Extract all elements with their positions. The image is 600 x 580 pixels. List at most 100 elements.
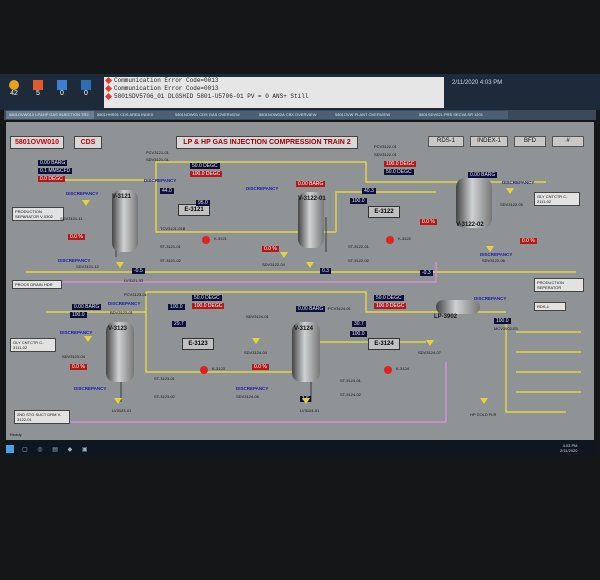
valve-icon[interactable]	[302, 398, 310, 404]
vessel-v3122-01-label: V-3122-01	[298, 196, 326, 202]
ext-production-separator[interactable]: PRODUCTION SEPARATOR V-0302	[12, 207, 64, 221]
valve-icon[interactable]	[426, 340, 434, 346]
exchanger-e3123[interactable]: E-3123	[182, 338, 214, 350]
valve-icon[interactable]	[252, 338, 260, 344]
ext-glycol-contactor[interactable]: GLY CNTCTR C-3111-02	[10, 338, 56, 352]
tag-label: ST-3123-01	[154, 376, 175, 381]
hash-button[interactable]: #	[552, 136, 584, 147]
taskbar-clock: 4:03 PM 2/11/2020	[560, 443, 578, 453]
valve-icon[interactable]	[306, 262, 314, 268]
exchanger-e3124[interactable]: E-3124	[368, 338, 400, 350]
valve-icon[interactable]	[480, 398, 488, 404]
tag-label: SDV3122-01	[374, 152, 397, 157]
tag-label: PCV3124-01	[328, 306, 351, 311]
rds-1-button[interactable]: RDS-1	[428, 136, 464, 147]
message-icon[interactable]: 0	[52, 80, 72, 104]
valve-icon[interactable]	[114, 398, 122, 404]
temperature-readout: 100.0 DEGC	[190, 171, 223, 177]
tag-label: SDV3121-12	[76, 264, 99, 269]
tab-display-3[interactable]: 5801NOW01 CDS GAS OVERVIEW	[172, 111, 258, 119]
temperature-readout: 50.0 DEGC	[384, 169, 414, 175]
warning-icon[interactable]: 5	[28, 80, 48, 104]
alarm-list[interactable]: Communication Error Code=0013 Communicat…	[104, 76, 444, 108]
valve-icon[interactable]	[280, 252, 288, 258]
discrepancy-label: DISCREPANCY	[480, 252, 513, 257]
display-id-box: 5801OVW010	[10, 136, 64, 149]
tag-label: TCV3121-01B	[160, 226, 186, 231]
clock-readout: 2/11/2020 4:03 PM	[452, 80, 592, 104]
vessel-v3121[interactable]	[112, 190, 138, 252]
bfd-button[interactable]: BFD	[514, 136, 546, 147]
tab-display-4[interactable]: 5801NOW02A CBX OVERVIEW	[256, 111, 334, 119]
level-readout: 0.0 %	[252, 364, 269, 370]
valve-icon[interactable]	[116, 262, 124, 268]
taskbar-app-icons[interactable]: ▢ ◎ ▤ ◆ ▣	[22, 447, 92, 453]
vessel-lp3902[interactable]	[436, 300, 480, 314]
discrepancy-label: DISCREPANCY	[236, 386, 269, 391]
vessel-v3122-01[interactable]	[298, 192, 324, 248]
windows-start-icon[interactable]	[6, 445, 14, 453]
system-icon[interactable]: 0	[76, 80, 96, 104]
index-1-button[interactable]: INDEX-1	[470, 136, 508, 147]
valve-mv-readout: 95.0	[196, 200, 210, 206]
taskbar-time: 4:03 PM	[562, 443, 578, 448]
pipe-network	[26, 161, 581, 423]
valve-mv-readout: 100.0	[70, 312, 87, 318]
clock-text: 2/11/2020 4:03 PM	[452, 80, 503, 86]
valve-mv-readout: 100.0	[350, 198, 367, 204]
tab-display-2[interactable]: 5801HHR01 CDS AREA INDEX	[94, 111, 174, 119]
system-count-value: 0	[84, 90, 88, 97]
tag-label: ST-3124-02	[340, 392, 361, 397]
compressor-label: K-3122	[398, 236, 411, 241]
valve-icon[interactable]	[84, 336, 92, 342]
alarm-row[interactable]: 5801SDV5706_01 DLGSHID 5801-U5706-01 PV …	[104, 92, 444, 101]
tag-label: SDV3124-07	[418, 350, 441, 355]
message-count-value: 0	[60, 90, 64, 97]
vessel-v3122-02[interactable]	[456, 178, 492, 228]
valve-mv-readout: 100.0	[168, 304, 185, 310]
alarm-row[interactable]: Communication Error Code=0013	[104, 76, 444, 85]
tag-label: ST-3122-02	[348, 258, 369, 263]
tab-display-6[interactable]: 5801SDV021 PRS SECVA SR 1201	[416, 111, 508, 119]
exchanger-e3122[interactable]: E-3122	[368, 206, 400, 218]
tab-display-1[interactable]: 5801OVW010 LP&HP GAS INJECTION TR2	[6, 111, 96, 119]
exchanger-e3121[interactable]: E-3121	[178, 204, 210, 216]
tag-label: SDV3122-06	[482, 258, 505, 263]
temperature-readout: 100.0 DEGC	[192, 303, 225, 309]
tag-label: PCV3121-01	[146, 150, 169, 155]
valve-mv-readout: -0.5	[132, 268, 145, 274]
temperature-readout: 50.0 DEGC	[190, 163, 220, 169]
temperature-readout: 100.0 DEGC	[374, 303, 407, 309]
valve-mv-readout: 100.0	[494, 318, 511, 324]
ext-production-separator[interactable]: PRODUCTION SEPERATOR	[534, 278, 584, 292]
warning-count-value: 5	[36, 90, 40, 97]
tag-label: SDV3124-04	[244, 350, 267, 355]
compressor-motor-icon[interactable]	[200, 366, 208, 374]
tag-label: ST-3121-01	[160, 244, 181, 249]
temperature-readout: 100.0 DEGC	[384, 161, 417, 167]
tag-label: LV3124-01	[300, 408, 320, 413]
valve-icon[interactable]	[486, 246, 494, 252]
ext-process-drain[interactable]: PROCS DRAIN HDR	[12, 280, 62, 289]
vessel-v3124[interactable]	[292, 322, 320, 382]
valve-icon[interactable]	[506, 188, 514, 194]
temperature-readout: 0.0 DEGC	[38, 176, 65, 182]
tag-label: SDV3121-11	[60, 216, 83, 221]
compressor-motor-icon[interactable]	[386, 236, 394, 244]
compressor-label: K-3121	[214, 236, 227, 241]
tab-display-5[interactable]: 5801OVW PLANT OVERVIEW	[332, 111, 418, 119]
ext-rds[interactable]: RDS-1	[534, 302, 566, 311]
compressor-motor-icon[interactable]	[202, 236, 210, 244]
ext-glycol-contactor[interactable]: GLY CNTCTR C-2111-02	[534, 192, 580, 206]
vessel-v3123[interactable]	[106, 322, 134, 382]
tag-label: SDV3122-05	[500, 202, 523, 207]
ext-suction-drum[interactable]: 2ND STG SUCT DRM V-3122-01	[14, 410, 70, 424]
tag-label: PCV3123-01	[124, 292, 147, 297]
tag-label: ST-3123-02	[154, 394, 175, 399]
alarm-row[interactable]: Communication Error Code=0013	[104, 84, 444, 93]
valve-icon[interactable]	[82, 200, 90, 206]
discrepancy-label: DISCREPANCY	[66, 191, 99, 196]
alarm-count-icon[interactable]: 42	[4, 80, 24, 104]
compressor-motor-icon[interactable]	[384, 366, 392, 374]
discrepancy-label: DISCREPANCY	[474, 296, 507, 301]
